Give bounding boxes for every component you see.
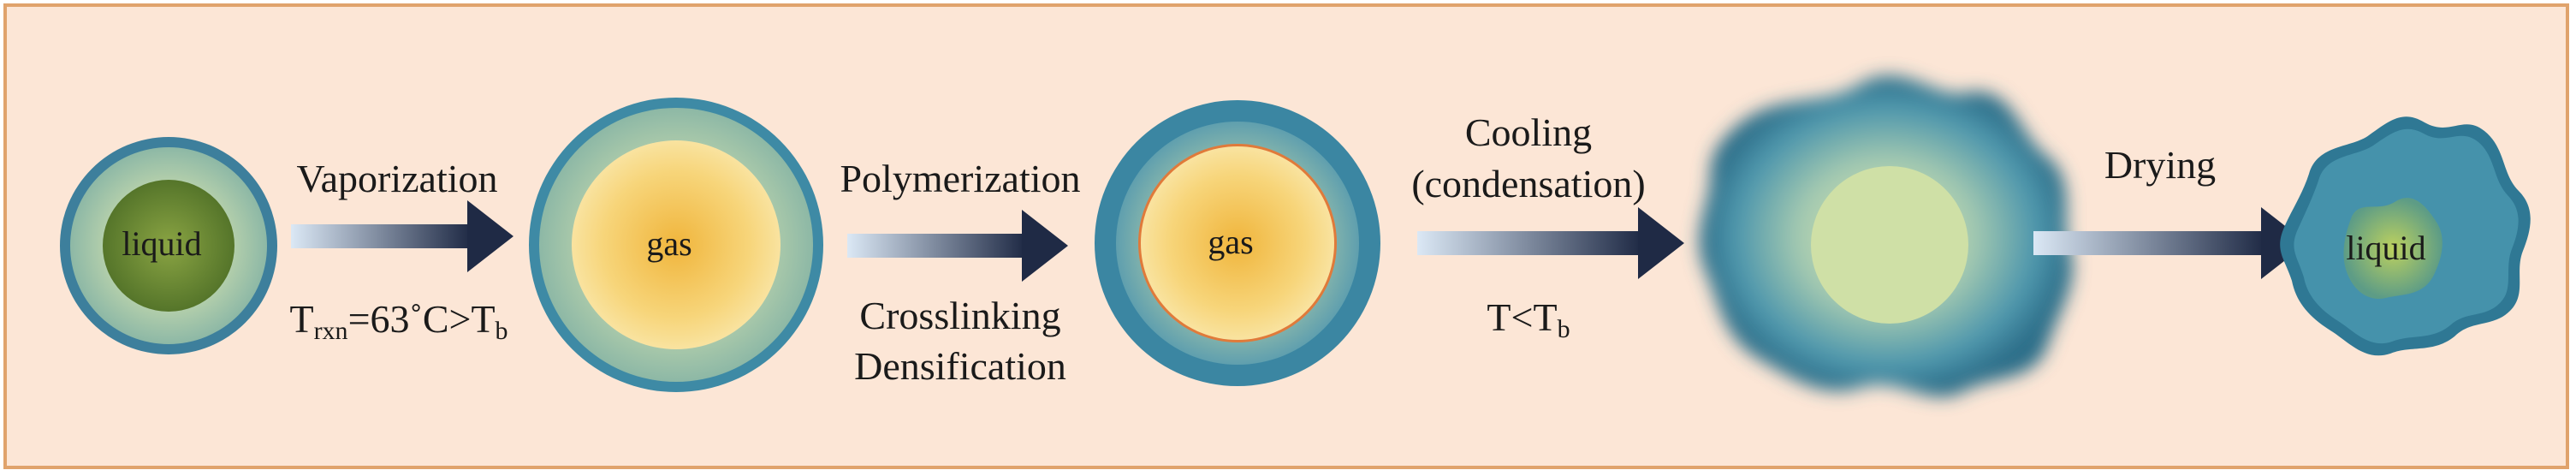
step-1-condition: Trxn=63˚C>Tb	[289, 297, 507, 344]
stage-3-gas-core	[1141, 146, 1334, 340]
step-2-label-line-2: Densification	[854, 344, 1066, 388]
step-3-label-line-1: Cooling	[1464, 110, 1593, 154]
step-4-label: Drying	[2104, 143, 2217, 187]
step-2-label-line-1: Crosslinking	[859, 294, 1061, 337]
stage-5-core-label: liquid	[2346, 229, 2426, 267]
step-1-condition-sub2: b	[495, 317, 508, 345]
stage-3-core-label: gas	[1208, 223, 1254, 261]
step-1-condition-sub: rxn	[313, 317, 348, 345]
stage-1-particle	[60, 137, 277, 354]
stage-4-particle	[1699, 75, 2074, 397]
step-1-condition-t: T	[289, 297, 314, 341]
stage-5-liquid-core	[2343, 198, 2442, 299]
arrow-2	[847, 210, 1068, 282]
stage-5-particle	[2280, 116, 2531, 356]
step-3-label-line-2: (condensation)	[1411, 162, 1646, 205]
step-3-condition: T<Tb	[1487, 295, 1570, 342]
stage-1-core-label: liquid	[122, 224, 202, 263]
diagram-frame: liquid gas gas liquid Vaporization Trxn=…	[3, 3, 2569, 469]
stage-3-particle	[1095, 100, 1380, 386]
stage-2-gas-core	[572, 140, 781, 349]
step-1-label: Vaporization	[296, 157, 498, 200]
arrow-1	[291, 200, 513, 272]
process-diagram	[60, 75, 2531, 397]
arrow-4	[2033, 207, 2307, 279]
step-1-condition-mid: =63˚C>T	[347, 297, 496, 341]
step-3-condition-sub: b	[1557, 315, 1570, 343]
stage-1-liquid-core	[103, 180, 234, 312]
stage-2-core-label: gas	[646, 224, 692, 263]
arrow-3	[1417, 207, 1684, 279]
step-2-label: Polymerization	[840, 157, 1081, 200]
stage-2-particle	[529, 98, 823, 392]
step-3-condition-t: T<T	[1487, 295, 1558, 339]
stage-4-core	[1811, 166, 1968, 324]
